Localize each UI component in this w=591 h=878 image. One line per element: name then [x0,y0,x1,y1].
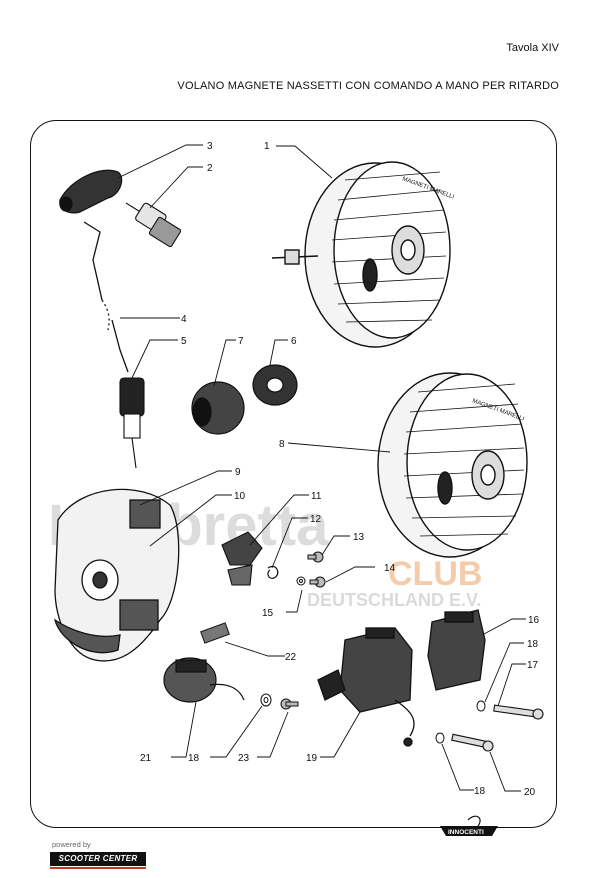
watermark-line3: DEUTSCHLAND E.V. [307,590,481,610]
screw-part-23 [280,698,299,710]
callout-18-c: 18 [474,786,486,797]
page-title: VOLANO MAGNETE NASSETTI CON COMANDO A MA… [177,80,559,92]
cam-part-6 [252,364,298,406]
powered-by-label: powered by [52,840,91,849]
terminal-block-part-22 [200,622,230,644]
clip-part-12 [267,565,279,579]
flywheel-part-8: MAGNETI MARELLI [377,372,528,558]
callout-8: 8 [279,439,285,450]
washer-part-18-a [260,693,272,707]
callout-13: 13 [353,532,365,543]
callout-17: 17 [527,660,539,671]
grommet-part-7 [191,381,245,435]
washer-part-18-c [435,732,445,744]
callout-7: 7 [238,336,244,347]
washer-part-15 [296,576,306,586]
watermark-line2: CLUB [388,555,482,593]
callout-9: 9 [235,467,241,478]
scooter-center-logo[interactable]: SCOOTER CENTER [50,852,146,869]
innocenti-badge: INNOCENTI [440,815,498,836]
callout-12: 12 [310,514,322,525]
leader-lines [117,144,526,792]
spark-plug-part-2 [125,202,182,248]
callout-2: 2 [207,163,213,174]
ht-coil-part-19 [317,627,415,747]
coil-part-21 [163,657,245,703]
suppressor-part-5 [119,377,145,469]
callout-10: 10 [234,491,246,502]
callout-5: 5 [181,336,187,347]
callout-15: 15 [262,608,274,619]
screw-part-13 [307,551,324,563]
plug-cap-part-3 [59,169,123,214]
callout-1: 1 [264,141,270,152]
callout-11: 11 [311,491,322,502]
regulator-part-16 [427,609,486,691]
callout-4: 4 [181,314,187,325]
callout-20: 20 [524,787,536,798]
callout-18-a: 18 [527,639,539,650]
bolt-part-20 [451,733,494,752]
drawing-frame [30,120,557,828]
plate-number: Tavola XIV [506,42,559,54]
washer-part-18-b [476,700,486,712]
breaker-part-11 [221,531,263,586]
callout-18-b: 18 [188,753,200,764]
innocenti-badge-text: INNOCENTI [448,829,484,836]
callout-14: 14 [384,563,396,574]
screw-part-14 [309,576,326,588]
callout-16: 16 [528,615,540,626]
callout-22: 22 [285,652,297,663]
flywheel-part-1: MAGNETI MARELLI [271,161,455,348]
bolt-part-17 [493,704,544,720]
callout-6: 6 [291,336,297,347]
callout-3: 3 [207,141,213,152]
callout-21: 21 [140,753,152,764]
callout-19: 19 [306,753,318,764]
ht-lead-part-4 [83,221,129,373]
callout-labels: 1 2 3 4 5 6 7 8 9 10 11 12 13 14 15 16 1… [140,141,540,798]
callout-23: 23 [238,753,250,764]
stator-plate-part-9 [53,488,180,662]
